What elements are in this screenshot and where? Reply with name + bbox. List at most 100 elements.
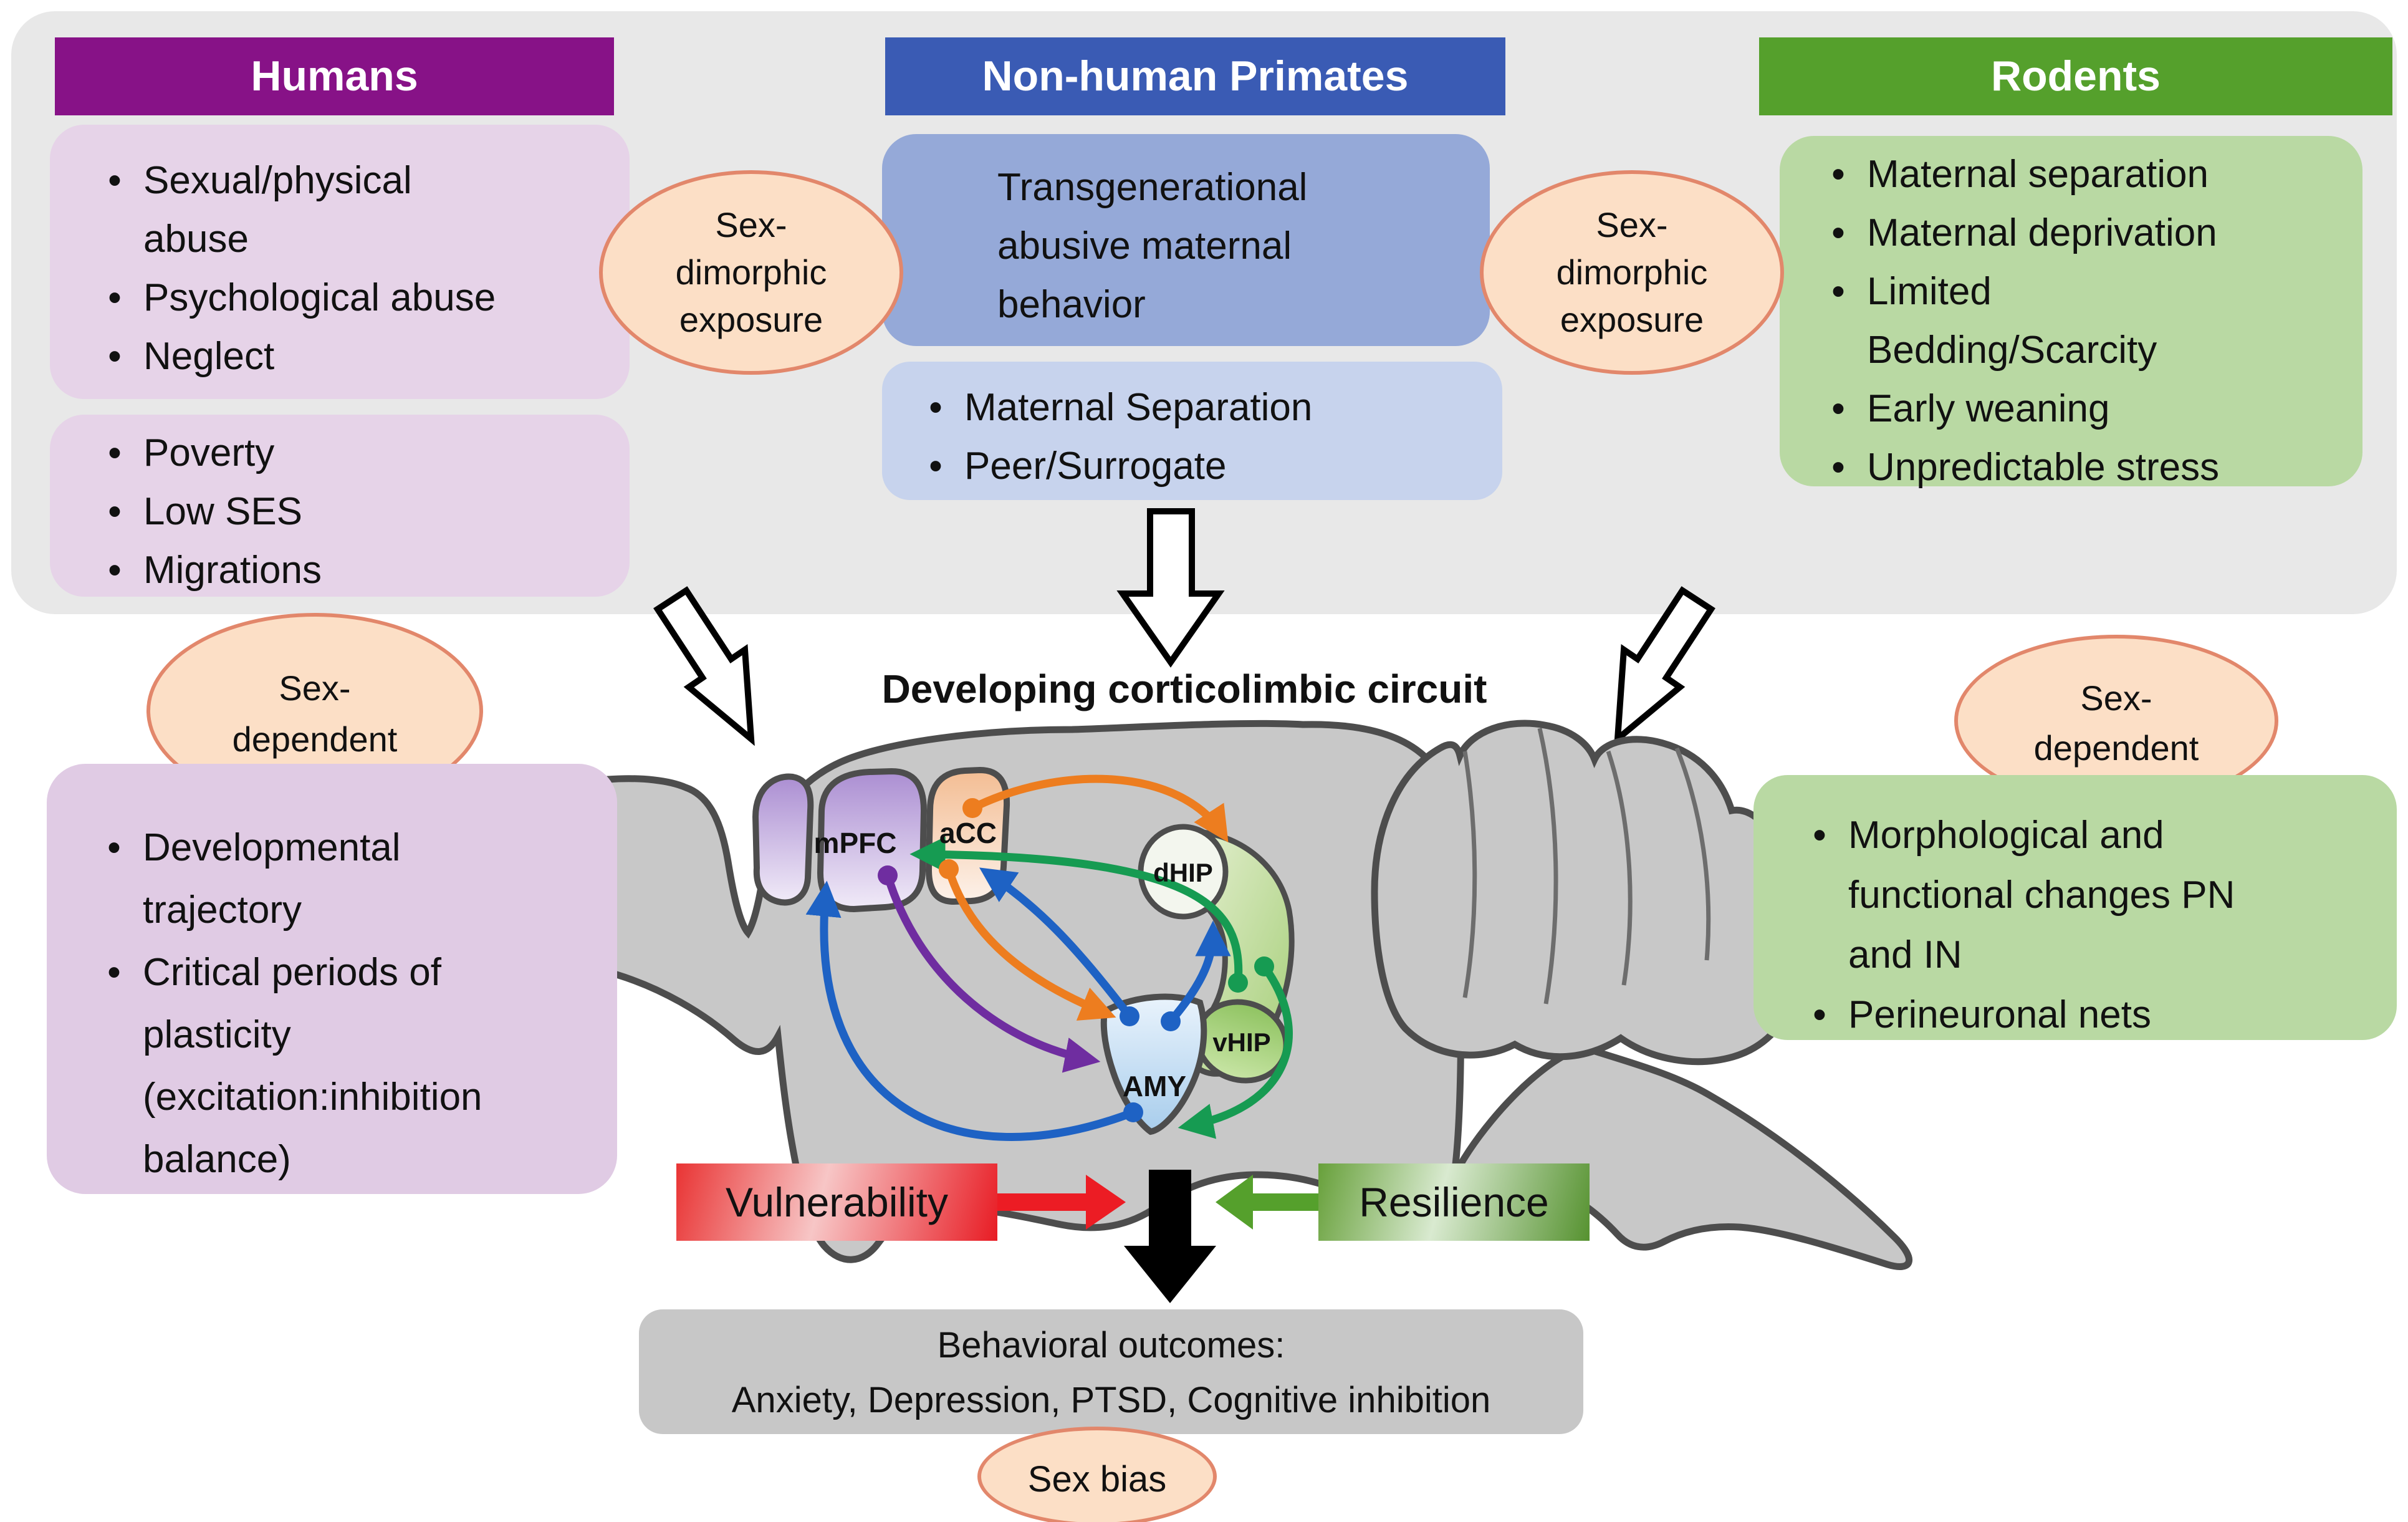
list-item-text: Limited (1867, 269, 1992, 313)
connection-vhip-mpfc-green (909, 836, 1243, 987)
bullet-icon: • (1813, 813, 1826, 857)
connection-vhip-amy-green (1178, 962, 1293, 1139)
bullet-icon: • (1831, 211, 1845, 254)
list-item: functional changes PN (1791, 865, 2397, 925)
list-item: •Migrations (86, 541, 630, 599)
list-item: •Unpredictable stress (1810, 438, 2362, 496)
list-item: plasticity (85, 1003, 617, 1066)
list-item: • Poverty (86, 423, 630, 482)
cerebellum (1371, 720, 1801, 1066)
list-item: • Developmental (85, 816, 617, 879)
sex-dependent-left-list: •Developmental trajectory •Critical peri… (47, 764, 617, 1194)
resilience-arrow (1216, 1175, 1318, 1230)
rodents-header: Rodents (1759, 37, 2392, 115)
oval-text: Sex- (715, 205, 787, 244)
behavioral-outcomes-box: Behavioral outcomes: Anxiety, Depression… (639, 1309, 1583, 1434)
bullet-icon: • (929, 385, 943, 429)
acc-region (925, 766, 1010, 905)
list-item: • Peer/Surrogate (907, 436, 1502, 495)
vhip-region (1194, 999, 1289, 1084)
cerebellum-folds (1462, 728, 1711, 1004)
list-item-text: Psychological abuse (143, 276, 496, 319)
rodents-models-list: • Maternal separation • Maternal deprivati… (1780, 136, 2362, 489)
behavioral-outcomes-list: Anxiety, Depression, PTSD, Cognitive inh… (731, 1380, 1491, 1420)
sex-dependent-right-list: • Morphological and functional changes PN… (1753, 775, 2397, 1040)
bullet-icon: • (107, 826, 121, 869)
bullet-icon: • (1831, 387, 1845, 430)
list-item-text: Low SES (143, 489, 303, 533)
resilience-box: Resilience (1318, 1163, 1590, 1241)
bullet-icon: • (108, 158, 122, 202)
list-item: Bedding/Scarcity (1810, 320, 2362, 379)
list-item: (excitation:inhibition (85, 1066, 617, 1128)
list-item: •Sexual/physical (86, 151, 630, 210)
list-item: •Maternal Separation (907, 378, 1502, 436)
oval-text: dependent (2033, 728, 2199, 768)
oval-text: exposure (1560, 300, 1704, 339)
list-item-text: plasticity (143, 1013, 291, 1056)
list-item: abuse (86, 210, 630, 268)
list-item-text: Developmental (143, 826, 401, 869)
oval-text: Sex- (2080, 678, 2152, 718)
list-item: • Maternal separation (1810, 145, 2362, 203)
vhip-label: vHIP (1212, 1028, 1270, 1057)
list-item-text: Maternal separation (1867, 152, 2209, 196)
connection-acc-dhip-orange (968, 774, 1229, 843)
list-item-text: Transgenerational (997, 165, 1308, 209)
list-item: trajectory (85, 879, 617, 941)
list-item-text: Maternal deprivation (1867, 211, 2217, 254)
list-item: • Maternal deprivation (1810, 203, 2362, 262)
list-item: •Perineuronal nets (1791, 985, 2397, 1044)
vulnerability-arrow (997, 1175, 1126, 1230)
oval-text: exposure (679, 300, 823, 339)
oval-text: Sex- (1596, 205, 1668, 244)
oval-text: dimorphic (1556, 253, 1708, 292)
list-item: Transgenerational (997, 158, 1490, 216)
humans-header: Humans (55, 37, 614, 115)
list-item: •Neglect (86, 327, 630, 385)
mpfc-region-left-lobe (752, 773, 814, 906)
connection-amy-mpfc-blue (805, 880, 1138, 1141)
list-item: •Psychological abuse (86, 268, 630, 327)
nhp-transgenerational-box: Transgenerational abusive maternal behav… (882, 134, 1490, 346)
list-item-text: trajectory (143, 888, 302, 932)
oval-text: Sex bias (1027, 1459, 1167, 1500)
connection-origin-dots (878, 798, 1274, 1122)
list-item-text: Morphological and (1848, 813, 2164, 857)
bullet-icon: • (108, 431, 122, 474)
humans-ses-list: • Poverty • Low SES •Migrations (50, 415, 630, 597)
outcome-arrow (1124, 1170, 1216, 1303)
dhip-label: dHIP (1153, 858, 1213, 887)
oval-text: dimorphic (675, 253, 827, 292)
resilience-label: Resilience (1359, 1179, 1549, 1225)
nhp-separation-list: •Maternal Separation • Peer/Surrogate (882, 362, 1502, 500)
list-item: • Morphological and (1791, 805, 2397, 865)
list-item-text: (excitation:inhibition (143, 1075, 482, 1119)
connection-amy-acc-blue (979, 867, 1134, 1021)
bullet-icon: • (1831, 445, 1845, 489)
list-item-text: Migrations (143, 548, 322, 592)
non-human-primates-header: Non-human Primates (885, 37, 1505, 115)
connection-amy-dhip-blue (1166, 920, 1231, 1026)
bullet-icon: • (929, 444, 943, 488)
list-item-text: abuse (143, 217, 249, 261)
list-item: balance) (85, 1128, 617, 1190)
list-item-text: and IN (1848, 933, 1962, 976)
oval-text: Sex- (279, 668, 351, 708)
connection-acc-amy-orange (944, 865, 1116, 1021)
bullet-icon: • (108, 334, 122, 378)
list-item-text: Peer/Surrogate (964, 444, 1227, 488)
bullet-icon: • (108, 489, 122, 533)
bullet-icon: • (1831, 269, 1845, 313)
list-item-text: Poverty (143, 431, 275, 474)
developing-corticolimbic-circuit-title: Developing corticolimbic circuit (881, 667, 1487, 711)
list-item: • Low SES (86, 482, 630, 541)
bullet-icon: • (1831, 152, 1845, 196)
connection-mpfc-amy-purple (883, 871, 1101, 1073)
list-item: abusive maternal (997, 216, 1490, 275)
list-item-text: abusive maternal (997, 224, 1292, 267)
mpfc-region (817, 768, 928, 913)
sex-dimorphic-exposure-oval-left: Sex- dimorphic exposure (599, 170, 903, 375)
bullet-icon: • (107, 950, 121, 994)
